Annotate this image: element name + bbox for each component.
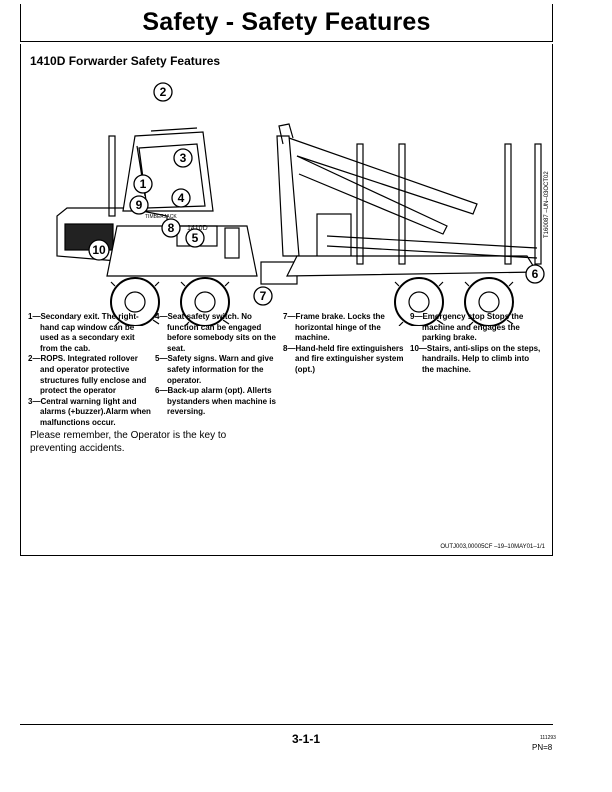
section-title: 1410D Forwarder Safety Features <box>30 54 221 68</box>
page-title: Safety - Safety Features <box>142 8 431 36</box>
marker-9: 9 <box>129 195 149 215</box>
callout-item-2: 2—ROPS. Integrated rollover and operator… <box>28 354 147 396</box>
marker-3: 3 <box>173 148 193 168</box>
callout-item-5: 5—Safety signs. Warn and give safety inf… <box>155 354 274 385</box>
svg-text:7: 7 <box>260 289 267 303</box>
callout-item-3: 3—Central warning light and alarms (+buz… <box>28 396 151 427</box>
brand-label: TIMBERJACK <box>145 214 177 220</box>
footer-pn: PN=8 <box>532 743 553 752</box>
title-box: Safety - Safety Features <box>20 4 553 42</box>
callout-item-9: 9—Emergency stop Stops the machine and e… <box>410 312 524 343</box>
footer-small-code: 111293 <box>540 735 556 741</box>
callout-column-3: 7—Frame brake. Locks the horizontal hing… <box>283 312 410 429</box>
callout-item-4: 4—Seat safety switch. No function can be… <box>155 312 276 353</box>
marker-10: 10 <box>88 239 110 261</box>
svg-text:5: 5 <box>192 231 199 245</box>
svg-text:2: 2 <box>160 85 167 99</box>
marker-4: 4 <box>171 188 191 208</box>
marker-7: 7 <box>253 286 273 306</box>
figure-code: T160087 –UN–03OCT02 <box>544 171 550 238</box>
callout-item-8: 8—Hand-held fire extinguishers and fire … <box>283 343 404 374</box>
svg-text:1: 1 <box>140 177 147 191</box>
callout-item-1: 1—Secondary exit. The right-hand cap win… <box>28 312 139 353</box>
callout-column-4: 9—Emergency stop Stops the machine and e… <box>410 312 545 429</box>
callout-column-2: 4—Seat safety switch. No function can be… <box>155 312 283 429</box>
svg-text:10: 10 <box>92 243 106 257</box>
callout-item-10: 10—Stairs, anti-slips on the steps, hand… <box>410 343 541 374</box>
reference-code: OUTJ003,00005CF –19–10MAY01–1/1 <box>440 544 545 550</box>
marker-5: 5 <box>185 228 205 248</box>
forwarder-illustration: 1410D TIMBERJACK 2 3 1 4 9 <box>56 82 545 326</box>
marker-2: 2 <box>153 82 173 102</box>
content-box: 1410D Forwarder Safety Features <box>20 44 553 556</box>
page-number: 3-1-1 <box>291 732 320 746</box>
svg-text:9: 9 <box>136 198 143 212</box>
marker-6: 6 <box>525 264 545 284</box>
svg-text:8: 8 <box>168 221 175 235</box>
marker-8: 8 <box>161 218 181 238</box>
svg-text:3: 3 <box>180 151 187 165</box>
callout-column-1: 1—Secondary exit. The right-hand cap win… <box>28 312 155 429</box>
model-label: 1410D <box>187 225 208 232</box>
callout-item-6: 6—Back-up alarm (opt). Allerts bystander… <box>155 386 276 417</box>
callout-list: 1—Secondary exit. The right-hand cap win… <box>28 312 548 429</box>
marker-1: 1 <box>133 174 153 194</box>
callout-item-7: 7—Frame brake. Locks the horizontal hing… <box>283 312 385 343</box>
svg-text:4: 4 <box>178 191 185 205</box>
reminder-text: Please remember, the Operator is the key… <box>30 430 227 454</box>
footer-rule <box>20 724 553 725</box>
svg-text:6: 6 <box>532 267 539 281</box>
